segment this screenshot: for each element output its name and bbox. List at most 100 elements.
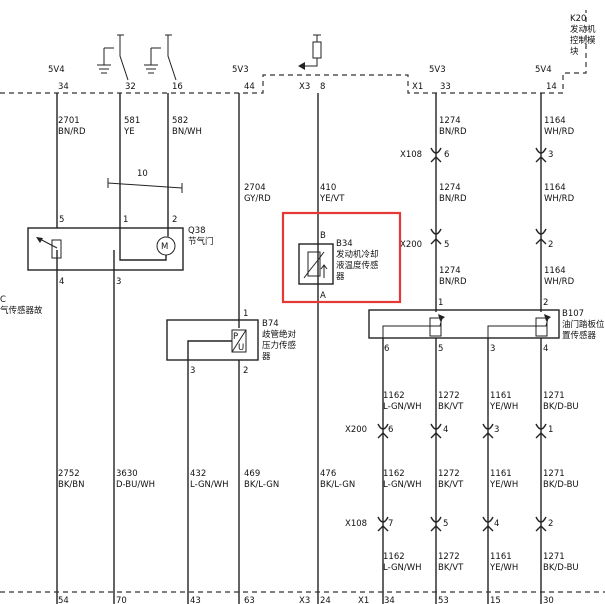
wire-number: 476: [320, 469, 336, 479]
component-code: B107: [562, 309, 584, 319]
ecm-module-boundary: [0, 10, 587, 94]
connector-prefix: X1: [412, 82, 423, 92]
pin-number: 6: [388, 425, 393, 435]
bottom-pins: 54 70 43 63 X3 24 X1 34 53 15 30: [58, 596, 554, 604]
connector-prefix: X3: [299, 82, 310, 92]
wire-number: 1274: [439, 266, 461, 276]
wire-color: L-GN/WH: [190, 480, 229, 490]
wire-number: 1271: [543, 391, 565, 401]
pin-number: 5: [438, 344, 443, 354]
pin-number: 15: [490, 596, 501, 604]
wire-number: 1164: [544, 266, 566, 276]
link-number: 10: [137, 169, 148, 179]
wire-color: WH/RD: [544, 194, 575, 204]
ground-symbol: [97, 34, 129, 81]
wire-color: YE/WH: [489, 480, 518, 490]
pin-number: 54: [58, 596, 69, 604]
mechanical-link: 10: [107, 169, 183, 193]
wire-number: 1272: [438, 469, 460, 479]
component-name: 节气门: [188, 236, 214, 247]
component-code: B34: [336, 239, 353, 249]
pin-number: 3: [548, 150, 553, 160]
wire-number: 410: [320, 183, 336, 193]
module-line-3: 控制模: [570, 35, 596, 46]
wire-color: GY/RD: [244, 194, 271, 204]
component-name-line: 器: [262, 352, 271, 362]
component-name-line: 压力传感: [262, 340, 297, 351]
pin-number: 4: [543, 344, 548, 354]
wire-color: BK/L-GN: [244, 480, 279, 490]
wire-number: 1162: [383, 469, 405, 479]
component-name-line: 歧管绝对: [262, 329, 297, 340]
pin-label: B: [320, 231, 326, 241]
mid-wire-labels: 1274 BN/RD 1164 WH/RD 1274 BN/RD 1164 WH…: [439, 183, 575, 287]
highlight-box: [281, 211, 402, 304]
connector-label: X108: [345, 519, 367, 529]
pin-number: 7: [388, 519, 393, 529]
wire-number: 1271: [543, 469, 565, 479]
wire-number: 1274: [439, 116, 461, 126]
wire-color: BK/VT: [438, 402, 464, 412]
connector-label: X200: [400, 240, 422, 250]
wire-number: 3630: [116, 469, 138, 479]
wire-color: BK/D-BU: [543, 402, 579, 412]
truncated-code: C: [0, 295, 6, 305]
motor-symbol: M: [161, 242, 168, 252]
wire-number: 1164: [544, 183, 566, 193]
wire-number: 1161: [490, 552, 512, 562]
component-name-line: 油门踏板位: [562, 319, 605, 330]
pin-number: 34: [384, 596, 395, 604]
component-b74: P U 1 3 2 B74 歧管绝对 压力传感 器: [166, 309, 297, 376]
ecm-module-label: K20 发动机 控制模 块: [570, 14, 596, 57]
wire-number: 1161: [490, 391, 512, 401]
wire-color: WH/RD: [544, 127, 575, 137]
wire-color: BN/WH: [172, 127, 202, 137]
pin-number: 4: [59, 277, 64, 287]
pin-number: 1: [243, 309, 248, 319]
wire-color: BK/D-BU: [543, 480, 579, 490]
pin-number: 2: [543, 298, 548, 308]
pin-number: 16: [172, 82, 183, 92]
pin-number: 5: [444, 240, 449, 250]
wire-color: BN/RD: [439, 277, 467, 287]
top-pins: 5V4 34 32 16 5V3 44 X3 8 5V3 X1 33 5V4 1…: [48, 65, 557, 92]
wire-color: L-GN/WH: [383, 402, 422, 412]
pin-number: 14: [546, 82, 557, 92]
wire-number: 1162: [383, 552, 405, 562]
pin-number: 33: [440, 82, 451, 92]
supply-label: 5V4: [48, 65, 65, 75]
pin-number: 44: [244, 82, 255, 92]
pin-label: A: [320, 291, 326, 301]
wire-number: 1274: [439, 183, 461, 193]
connector-prefix: X1: [358, 596, 369, 604]
pin-number: 43: [190, 596, 201, 604]
module-line-4: 块: [570, 46, 579, 57]
wire-number: 2752: [58, 469, 80, 479]
component-code: B74: [262, 319, 279, 329]
pin-number: 6: [384, 344, 389, 354]
lower-wire-labels: 2752 BK/BN 3630 D-BU/WH 432 L-GN/WH 469 …: [58, 469, 355, 490]
pin-number: 34: [58, 82, 69, 92]
pin-number: 70: [116, 596, 127, 604]
pin-number: 2: [243, 366, 248, 376]
ground-symbol: [144, 34, 177, 81]
wire-number: 2704: [244, 183, 266, 193]
wire-number: 1272: [438, 391, 460, 401]
connector-x108-upper: X108 6 3: [400, 147, 553, 163]
connector-label: X108: [400, 150, 422, 160]
pin-number: 4: [494, 519, 499, 529]
pin-number: 63: [244, 596, 255, 604]
wire-number: 1271: [543, 552, 565, 562]
wire-number: 1161: [490, 469, 512, 479]
wire-number: 2701: [58, 116, 80, 126]
component-name-line: 发动机冷却: [336, 249, 379, 260]
pin-number: 32: [125, 82, 136, 92]
connector-prefix: X3: [299, 596, 310, 604]
connector-x108-lower: X108 7 5 4 2: [345, 516, 553, 532]
wire-number: 581: [124, 116, 140, 126]
pin-number: 2: [172, 215, 177, 225]
pin-number: 1: [438, 298, 443, 308]
pin-number: 6: [444, 150, 449, 160]
wire-color: BN/RD: [58, 127, 86, 137]
